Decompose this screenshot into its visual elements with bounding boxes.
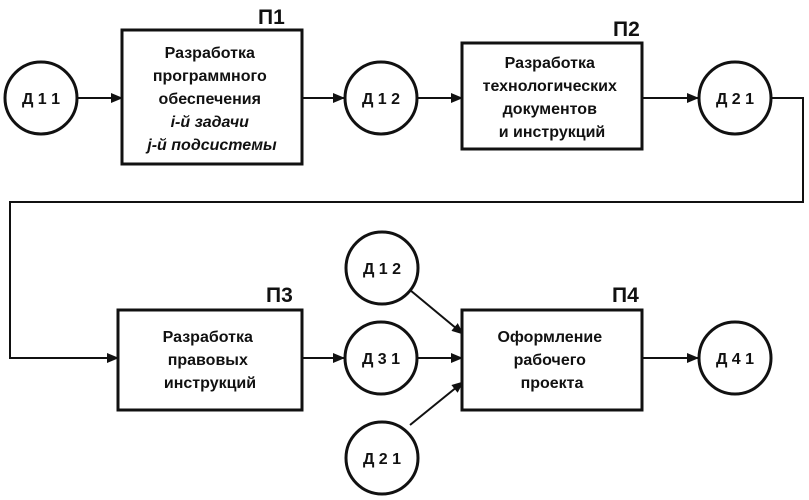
node-d41-label: Д 4 1: [716, 351, 754, 368]
node-d31: Д 3 1: [343, 320, 419, 396]
process-p2-text: Разработка технологических документов и …: [483, 55, 622, 141]
process-p1-line: обеспечения: [159, 91, 261, 108]
process-p1-line: Разработка: [165, 45, 255, 62]
process-p1-line: j-й подсистемы: [145, 137, 277, 154]
node-d11: Д 1 1: [3, 60, 79, 136]
process-p4: П4 Оформление рабочего проекта: [460, 284, 644, 412]
process-p3-label: П3: [266, 284, 293, 307]
process-p2-line: и инструкций: [499, 124, 606, 141]
process-p1: П1 Разработка программного обеспечения i…: [120, 6, 304, 166]
node-d12-top-label: Д 1 2: [362, 91, 400, 108]
process-p3-line: правовых: [168, 352, 248, 369]
process-p3-line: инструкций: [164, 375, 256, 392]
process-p2-line: технологических: [483, 78, 617, 95]
node-d12-bottom: Д 1 2: [344, 230, 420, 306]
node-d11-label: Д 1 1: [22, 91, 60, 108]
process-p4-line: проекта: [521, 375, 584, 392]
process-p4-line: рабочего: [514, 352, 587, 369]
node-d21-top: Д 2 1: [697, 60, 773, 136]
process-p1-line: программного: [153, 68, 267, 85]
process-p4-line: Оформление: [497, 329, 602, 346]
process-p4-text: Оформление рабочего проекта: [497, 329, 606, 392]
edge-d12b-p4: [409, 289, 464, 335]
process-p3-text: Разработка правовых инструкций: [163, 329, 258, 392]
process-p2-line: Разработка: [505, 55, 595, 72]
node-d21-bottom: Д 2 1: [344, 420, 420, 496]
process-p1-label: П1: [258, 6, 285, 29]
node-d12-bottom-label: Д 1 2: [363, 261, 401, 278]
node-d41: Д 4 1: [697, 320, 773, 396]
process-p2-line: документов: [503, 101, 597, 118]
process-p4-label: П4: [612, 284, 639, 307]
process-p1-line: i-й задачи: [171, 114, 250, 131]
process-p3-line: Разработка: [163, 329, 253, 346]
process-p2: П2 Разработка технологических документов…: [460, 18, 644, 151]
process-p3: П3 Разработка правовых инструкций: [116, 284, 304, 412]
node-d31-label: Д 3 1: [362, 351, 400, 368]
node-d21-top-label: Д 2 1: [716, 91, 754, 108]
process-p2-label: П2: [613, 18, 640, 41]
edge-d21-p3: [9, 97, 804, 363]
process-p1-text: Разработка программного обеспечения i-й …: [145, 45, 277, 154]
edge-d21b-p4: [409, 381, 464, 426]
node-d12-top: Д 1 2: [343, 60, 419, 136]
node-d21-bottom-label: Д 2 1: [363, 451, 401, 468]
